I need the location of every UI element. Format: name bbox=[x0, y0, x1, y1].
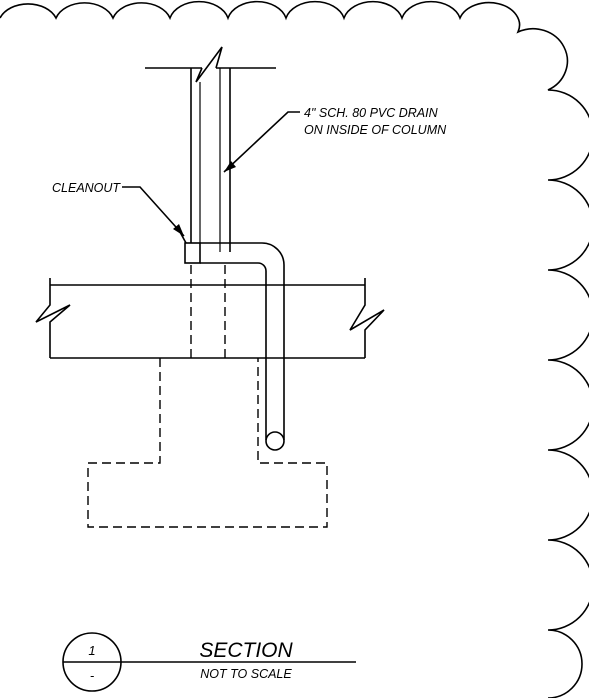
detail-number: 1 bbox=[88, 643, 95, 658]
detail-title-block: 1 - SECTION NOT TO SCALE bbox=[62, 632, 356, 692]
drain-note-line2: ON INSIDE OF COLUMN bbox=[304, 123, 447, 137]
cleanout-fitting bbox=[179, 231, 201, 264]
footing-hidden bbox=[87, 358, 328, 528]
detail-title: SECTION bbox=[199, 639, 293, 662]
drain-note-leader bbox=[223, 111, 300, 173]
sheet-reference: - bbox=[90, 668, 95, 683]
detail-scale: NOT TO SCALE bbox=[200, 667, 292, 681]
drain-elbow bbox=[200, 242, 285, 451]
concrete-slab bbox=[35, 278, 385, 359]
cleanout-note: CLEANOUT bbox=[52, 181, 121, 195]
cleanout-leader bbox=[122, 186, 185, 237]
column-break-line bbox=[145, 46, 276, 83]
drain-note-line1: 4" SCH. 80 PVC DRAIN bbox=[304, 106, 439, 120]
